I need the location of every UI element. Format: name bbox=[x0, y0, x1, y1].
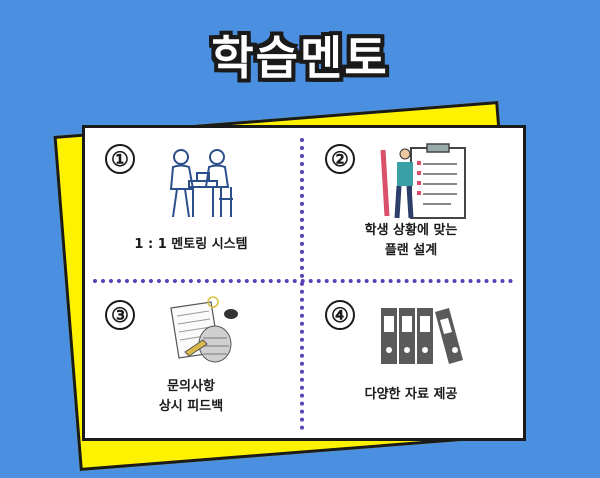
features-card: ① 1 : 1 멘토링 시스템 ② bbox=[82, 125, 526, 441]
step-number-4: ④ bbox=[325, 300, 355, 330]
feature-label-4: 다양한 자료 제공 bbox=[364, 387, 458, 402]
feature-cell-2: ② 학생 상황에 맞는 플랜 설계 bbox=[305, 128, 517, 278]
feature-label-2b: 플랜 설계 bbox=[384, 243, 438, 258]
feature-cell-3: ③ 문의사항 상시 피드백 bbox=[85, 286, 297, 436]
step-number-1: ① bbox=[105, 144, 135, 174]
horizontal-divider bbox=[93, 279, 513, 283]
page-title: 학습멘토 bbox=[211, 31, 389, 85]
step-number-2: ② bbox=[325, 144, 355, 174]
feature-label-2a: 학생 상황에 맞는 bbox=[364, 223, 458, 238]
vertical-divider bbox=[300, 138, 304, 430]
mentoring-meeting-icon bbox=[169, 149, 233, 218]
binders-icon bbox=[381, 308, 463, 364]
plan-clipboard-icon bbox=[380, 143, 466, 219]
feature-label-3a: 문의사항 bbox=[167, 379, 215, 394]
feature-cell-4: ④ 다양한 자료 제공 bbox=[305, 286, 517, 436]
feature-label-1: 1 : 1 멘토링 시스템 bbox=[134, 237, 248, 252]
feature-writing-icon bbox=[170, 296, 238, 363]
feature-label-3b: 상시 피드백 bbox=[158, 399, 224, 414]
step-number-3: ③ bbox=[105, 300, 135, 330]
feature-cell-1: ① 1 : 1 멘토링 시스템 bbox=[85, 128, 297, 278]
